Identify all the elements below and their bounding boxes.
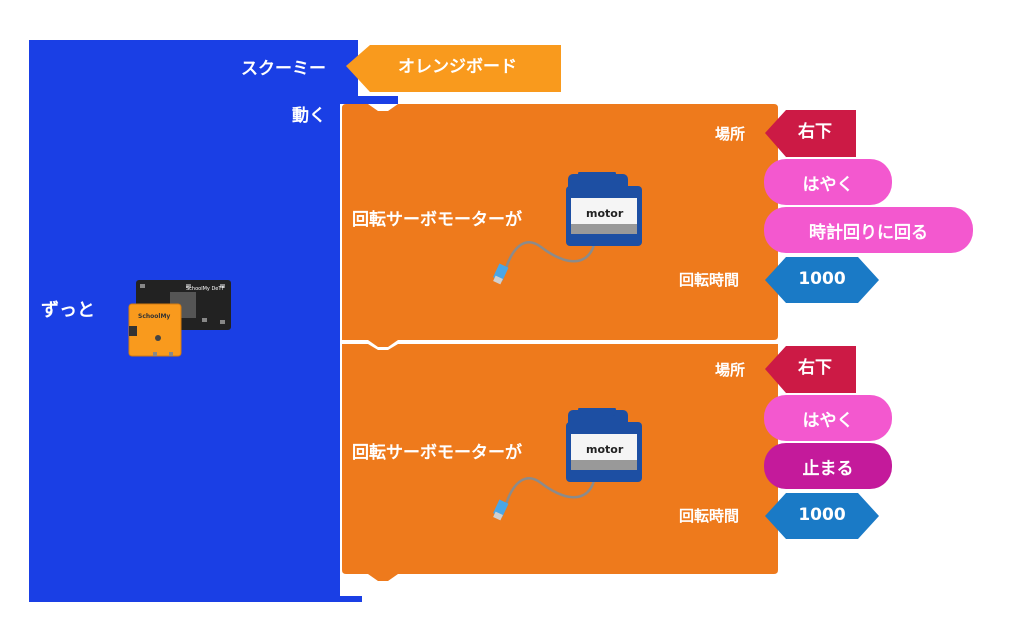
forever-label: ずっと [41, 300, 95, 321]
motor-text-1: motor [586, 207, 624, 220]
direction-dropdown-1[interactable]: 時計回りに回る [764, 207, 973, 253]
time-param-1[interactable] [765, 257, 879, 303]
servo-label-1: 回転サーボモーターが [352, 210, 522, 230]
time-label-2: 回転時間 [679, 507, 740, 525]
location-value-1: 右下 [798, 122, 832, 142]
board-dropdown[interactable] [346, 45, 561, 92]
servo-motor-icon: motor [493, 408, 642, 521]
time-label-1: 回転時間 [679, 271, 740, 289]
servo-block-2[interactable] [342, 344, 778, 581]
direction-dropdown-2[interactable]: 止まる [764, 443, 892, 489]
board-dropdown-value: オレンジボード [398, 57, 517, 77]
servo-label-2: 回転サーボモーターが [352, 443, 522, 463]
time-value-1: 1000 [798, 269, 846, 289]
servo-motor-icon: motor [493, 172, 642, 285]
move-label: 動く [292, 106, 326, 126]
motor-text-2: motor [586, 443, 624, 456]
skoomy-label: スクーミー [241, 59, 326, 79]
speed-dropdown-2[interactable]: はやく [764, 395, 892, 441]
location-label-2: 場所 [715, 361, 746, 379]
board-icon: SchoolMy DeTF SchoolMy [128, 280, 231, 357]
location-value-2: 右下 [798, 358, 832, 378]
location-param-1[interactable] [765, 110, 856, 157]
time-value-2: 1000 [798, 505, 846, 525]
location-label-1: 場所 [715, 125, 746, 143]
board-back-text: SchoolMy DeTF [186, 286, 224, 292]
servo-block-1[interactable] [342, 104, 778, 347]
location-param-2[interactable] [765, 346, 856, 393]
speed-dropdown-1[interactable]: はやく [764, 159, 892, 205]
board-front-text: SchoolMy [138, 313, 170, 320]
time-param-2[interactable] [765, 493, 879, 539]
